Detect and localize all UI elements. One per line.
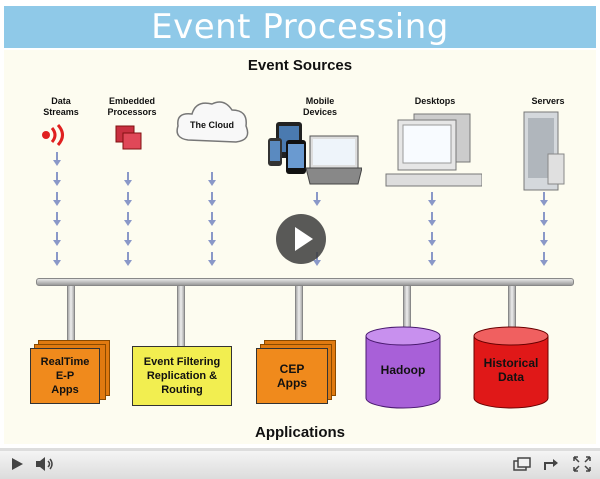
bus-connector [295,285,303,343]
player-control-bar [0,448,600,479]
play-icon [295,227,313,251]
volume-icon[interactable] [34,455,56,473]
data-streams-icon [42,124,64,146]
hadoop-cylinder [365,326,441,409]
bus-connector [67,285,75,343]
arrows-servers [539,191,549,267]
sources-heading: Event Sources [247,57,353,74]
mobile-devices-icon [268,122,362,185]
progress-bar[interactable] [0,448,600,451]
arrows-data-streams [52,151,62,267]
play-overlay-button[interactable] [276,214,326,264]
server-rack-icon [523,111,565,191]
play-icon[interactable] [8,455,26,473]
historical-data-cylinder [473,326,549,409]
source-label-the-cloud: The Cloud [190,120,234,130]
title-bar: Event Processing [4,6,596,48]
processor-chip-icon [115,125,142,150]
slide-title: Event Processing [151,7,449,47]
fullscreen-icon[interactable] [572,455,592,473]
bus-connector [177,285,185,349]
desktop-computer-icon [385,113,482,187]
hadoop-label: Hadoop [380,363,426,377]
applications-heading: Applications [254,424,345,441]
share-icon[interactable] [542,455,562,473]
popout-window-icon[interactable] [512,455,532,473]
cloud-icon [176,101,249,143]
arrows-embedded [123,171,133,267]
source-label-desktops: Desktops [414,96,456,106]
source-label-servers: Servers [531,96,565,106]
arrows-desktops [427,191,437,267]
event-bus [36,278,574,286]
arrows-cloud [207,171,217,267]
